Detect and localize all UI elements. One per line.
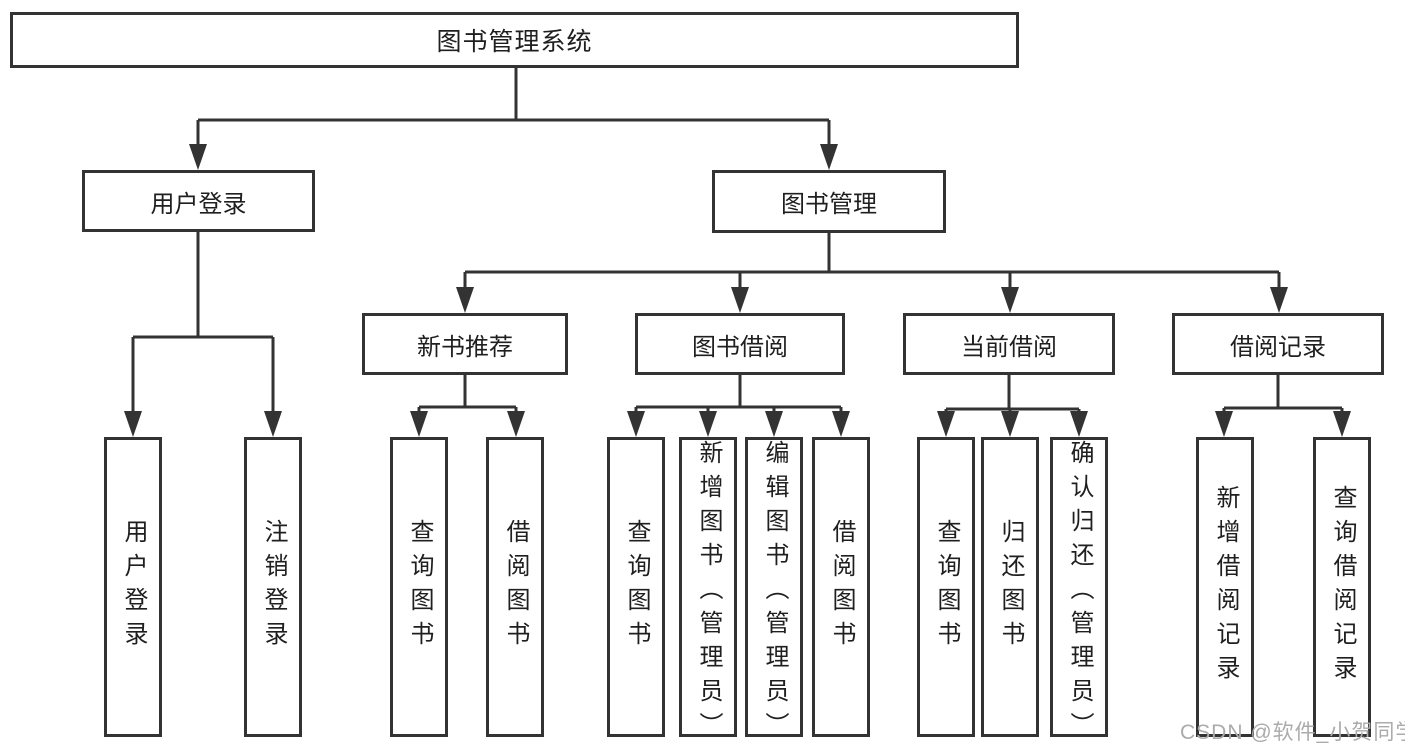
leaf-query-books-recommend: 查询图书	[390, 437, 448, 737]
leaf-borrow-books: 借阅图书	[812, 437, 870, 737]
leaf-add-borrow-record: 新增借阅记录	[1196, 437, 1254, 737]
leaf-query-books-current: 查询图书	[917, 437, 975, 737]
csdn-watermark: CSDN @软件_小贺同学	[1180, 721, 1405, 744]
leaf-confirm-return-admin: 确认归还（管理员）	[1050, 437, 1108, 746]
node-borrowing-records: 借阅记录	[1172, 313, 1384, 375]
node-user-login: 用户登录	[82, 170, 315, 232]
node-current-borrowing: 当前借阅	[903, 313, 1115, 375]
leaf-add-books-admin: 新增图书（管理员）	[679, 437, 737, 746]
leaf-return-books: 归还图书	[981, 437, 1039, 737]
node-library-management-system: 图书管理系统	[10, 12, 1019, 68]
node-new-book-recommendation: 新书推荐	[362, 313, 568, 375]
node-book-borrowing: 图书借阅	[635, 313, 845, 375]
node-book-management: 图书管理	[712, 170, 946, 233]
leaf-user-login: 用户登录	[104, 437, 162, 737]
leaf-query-books-borrow: 查询图书	[607, 437, 665, 737]
leaf-borrow-books-recommend: 借阅图书	[486, 437, 544, 737]
leaf-edit-books-admin: 编辑图书（管理员）	[745, 437, 803, 746]
leaf-query-borrow-record: 查询借阅记录	[1313, 437, 1371, 737]
leaf-logout: 注销登录	[244, 437, 302, 737]
